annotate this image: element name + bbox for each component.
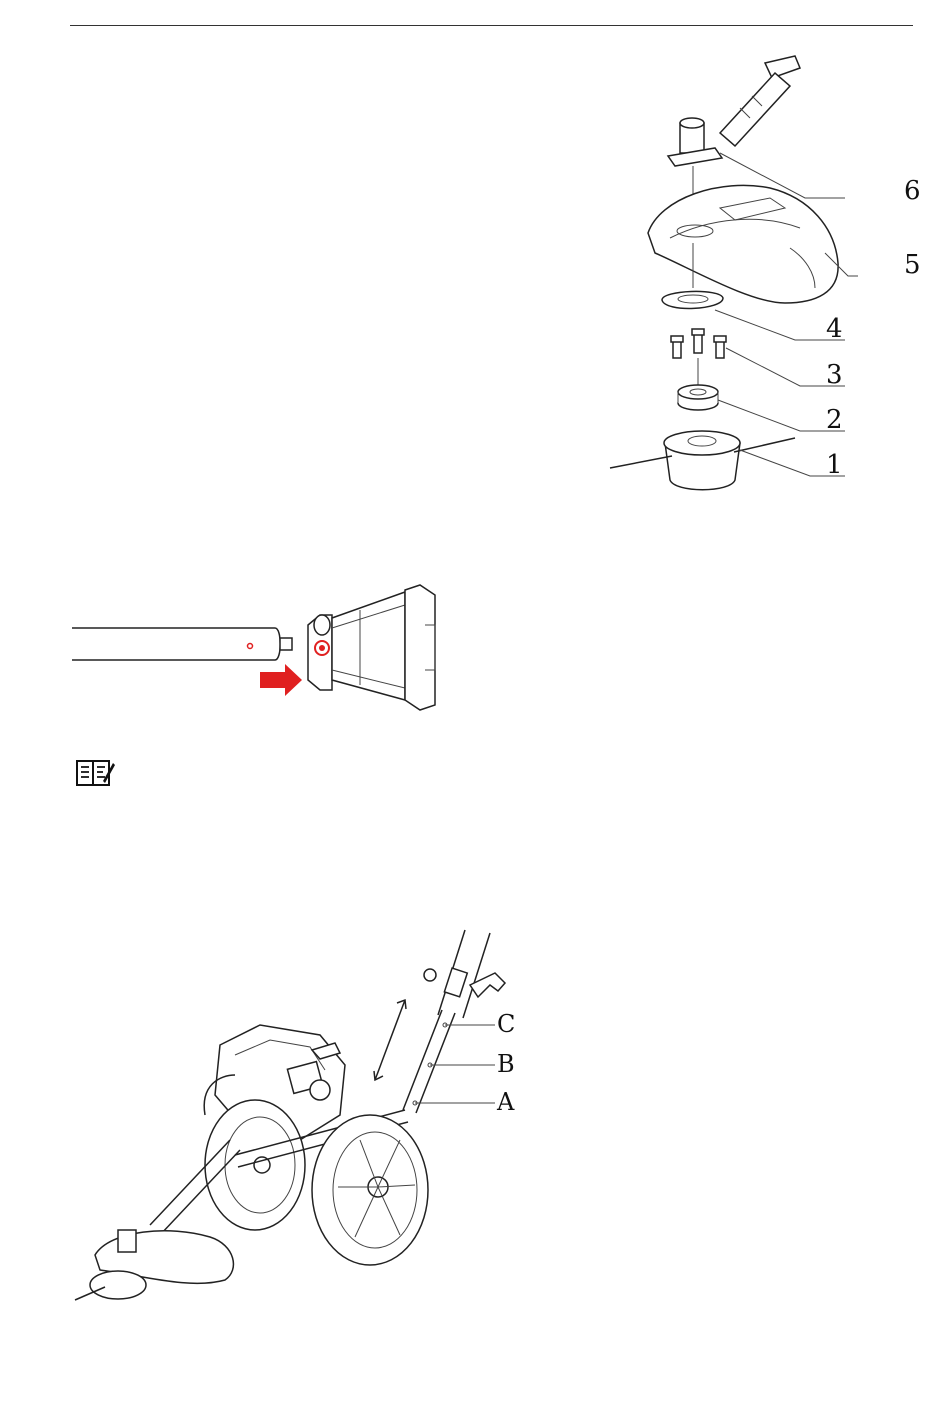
callout-4: 4: [826, 314, 843, 344]
header-rule: [70, 25, 913, 26]
callout-5: 5: [904, 250, 921, 280]
figure-shaft-connection: [70, 580, 450, 715]
spacer-part-2: [678, 385, 718, 410]
lower-shaft: [72, 628, 292, 660]
handle-leader-lines: [415, 1025, 495, 1103]
adjust-arrow-icon: [374, 1000, 406, 1080]
left-wheel: [205, 1100, 305, 1230]
callout-A: A: [497, 1088, 514, 1116]
bolts-part-3: [671, 329, 726, 388]
callout-2: 2: [826, 405, 843, 435]
insert-arrow-icon: [260, 664, 302, 696]
callout-C: C: [497, 1010, 515, 1038]
manual-note-icon: [75, 757, 115, 789]
callout-1: 1: [826, 450, 843, 480]
callout-6: 6: [904, 176, 921, 206]
drive-shaft: [720, 56, 800, 146]
coupler-housing: [308, 585, 435, 710]
figure-head-assembly: [600, 48, 860, 508]
trimmer-guard: [75, 1230, 233, 1300]
handle-tube: [403, 930, 505, 1113]
washer-part-4: [662, 291, 723, 308]
right-wheel: [312, 1115, 428, 1265]
guard-part-5: [648, 185, 838, 303]
callout-3: 3: [826, 360, 843, 390]
figure-handle-height: [70, 925, 520, 1305]
callout-B: B: [497, 1050, 515, 1078]
